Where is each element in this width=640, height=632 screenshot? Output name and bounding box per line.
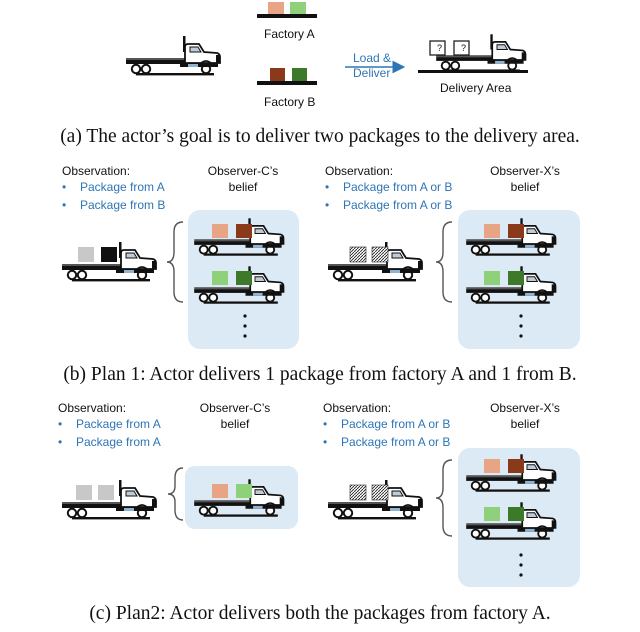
plan2-x-ellipsis-dot [519,563,523,567]
plan2-c-bullet: • [58,417,63,431]
plan1-x-package-hatched-2 [371,246,389,263]
plan1-x-belief2-green [484,271,500,285]
plan1-observer-x-title: Observer-X’s [490,164,560,178]
delivery-truck [435,33,527,73]
plan2-x-package-hatched-1 [349,484,367,501]
plan2-x-observation-item: Package from A or B [341,417,451,431]
plan1-x-ellipsis-dot [519,334,523,338]
plan2-c-belief-green [236,484,252,498]
plan1-x-belief1-orange [484,224,500,238]
plan2-observer-x-title-2: belief [510,417,540,431]
plan1-c-package-gray [78,247,94,262]
plan2-c-package-gray-2 [98,485,114,500]
caption-b: (b) Plan 1: Actor delivers 1 package fro… [63,364,577,385]
plan1-x-belief1-brown [508,224,524,238]
plan2-x-bullet: • [323,435,328,449]
plan1-x-package-hatched-1 [349,246,367,263]
plan1-x-bullet: • [325,198,330,212]
plan1-c-belief1-orange [212,224,228,238]
plan1-x-ellipsis-dot [519,324,523,328]
plan1-c-belief1-brown [236,224,252,238]
plan2-x-observation-title: Observation: [323,401,392,415]
plan2-c-observation-item: Package from A [76,435,161,449]
plan2-x-ellipsis-dot [519,573,523,577]
factory-b-package-green [292,68,307,81]
plan2-x-package-hatched-2 [371,484,389,501]
plan2-x-brace [435,459,453,537]
plan1-x-ellipsis-dot [519,314,523,318]
plan2-x-belief2-darkgreen [508,507,524,521]
plan1-c-ellipsis-dot [243,314,247,318]
plan1-c-belief2-green [212,271,228,285]
plan1-c-observation-title: Observation: [62,164,131,178]
plan2-x-belief1-brown [508,459,524,473]
factory-a-package-orange [268,2,284,14]
plan1-c-ellipsis-dot [243,334,247,338]
plan1-c-bullet: • [62,180,67,194]
plan1-c-observation-item: Package from A [80,180,165,194]
unknown-package-mark-2: ? [461,43,467,53]
plan1-x-bullet: • [325,180,330,194]
plan2-c-brace [167,467,184,521]
caption-c: (c) Plan2: Actor delivers both the packa… [89,603,551,624]
plan1-observer-x-title-2: belief [510,180,540,194]
plan2-observer-c-title: Observer-C’s [199,401,271,415]
factory-a-platform [257,14,317,18]
plan1-observer-c-title-2: belief [228,180,258,194]
plan2-x-belief1-orange [484,459,500,473]
unknown-package-2 [453,40,470,56]
unknown-package-mark-1: ? [437,43,443,53]
plan2-x-ellipsis-dot [519,553,523,557]
plan2-observer-x-title: Observer-X’s [490,401,560,415]
plan2-c-observation-item: Package from A [76,417,161,431]
plan1-observer-c-title: Observer-C’s [207,164,279,178]
plan1-c-brace [166,221,184,303]
plan2-c-observation-title: Observation: [58,401,127,415]
delivery-area-label: Delivery Area [440,81,512,95]
plan2-c-package-gray-1 [76,485,92,500]
arrow-label-load: Load & [353,51,392,65]
plan1-c-package-black [101,247,117,262]
plan1-x-observation-title: Observation: [325,164,394,178]
plan2-observer-c-title-2: belief [220,417,250,431]
plan2-x-bullet: • [323,417,328,431]
actor-truck-empty [125,35,221,77]
plan2-c-bullet: • [58,435,63,449]
plan1-x-belief2-darkgreen [508,271,524,285]
plan1-c-observation-item: Package from B [80,198,166,212]
plan2-c-belief-orange [212,484,228,498]
plan1-c-belief2-darkgreen [236,271,252,285]
delivery-area-ground [418,70,528,73]
factory-a-package-green [290,2,306,14]
plan2-x-belief2-green [484,507,500,521]
caption-a: (a) The actor’s goal is to deliver two p… [60,126,580,147]
factory-b-platform [257,81,317,85]
plan1-c-bullet: • [62,198,67,212]
factory-b-package-brown [270,68,285,81]
arrow-label-deliver: Deliver [353,66,391,80]
plan1-x-observation-item: Package from A or B [343,180,453,194]
plan2-x-observation-item: Package from A or B [341,435,451,449]
unknown-package-1 [429,40,446,56]
plan1-c-ellipsis-dot [243,324,247,328]
plan1-x-observation-item: Package from A or B [343,198,453,212]
plan1-x-brace [435,221,453,303]
factory-b-label: Factory B [264,95,316,109]
factory-a-label: Factory A [264,27,315,41]
